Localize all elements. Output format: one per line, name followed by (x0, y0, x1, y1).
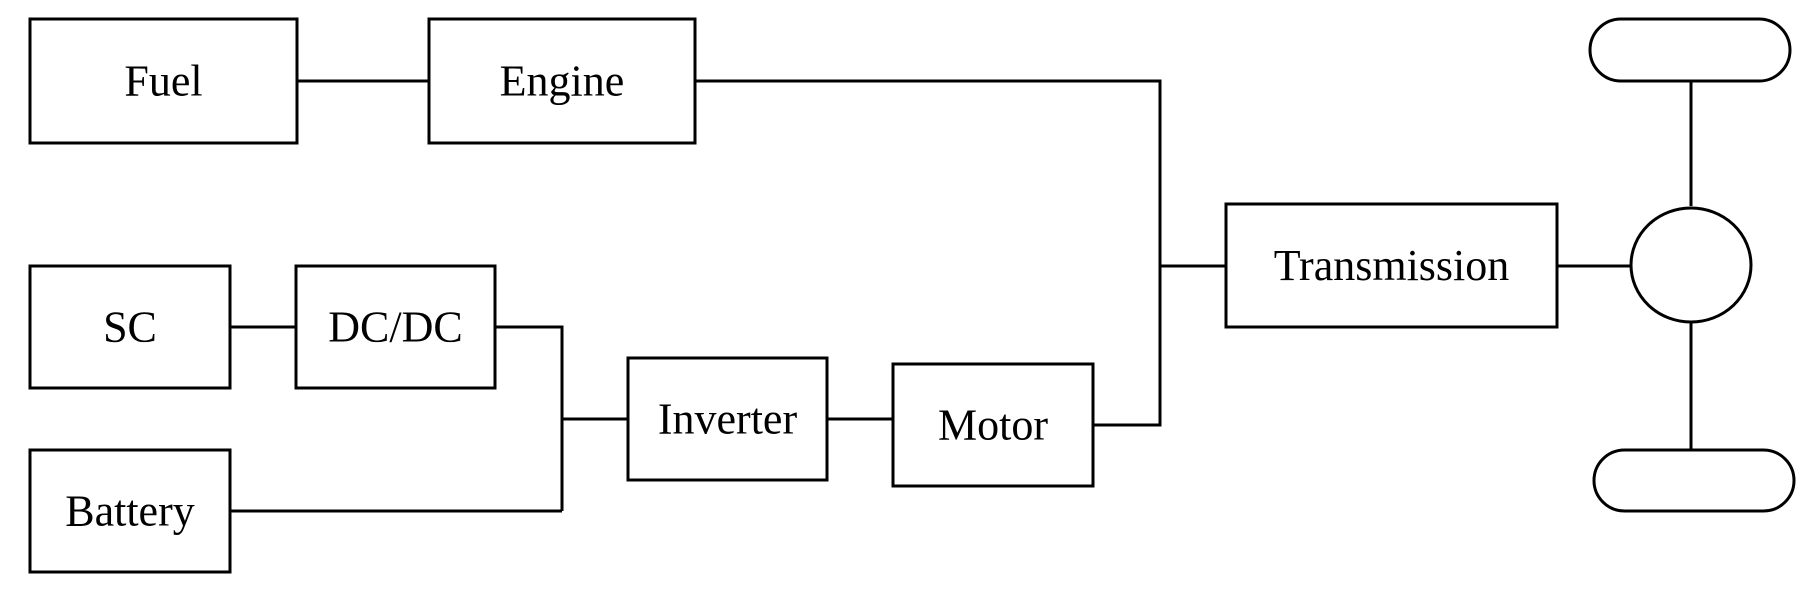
inverter-label: Inverter (658, 395, 798, 444)
engine-transmission-line (695, 79, 1162, 266)
battery-label: Battery (65, 487, 195, 536)
motor-block: Motor (891, 362, 1095, 488)
motor-label: Motor (938, 401, 1048, 450)
dcdc-label: DC/DC (328, 303, 462, 352)
upper-wheel (1588, 17, 1792, 83)
axle-hub (1629, 206, 1753, 324)
transmission-block: Transmission (1224, 202, 1559, 329)
motor-transmission-line (1093, 266, 1162, 427)
dcdc-bus-line (495, 325, 564, 511)
sc-label: SC (103, 303, 157, 352)
lower-wheel (1592, 448, 1796, 513)
fuel-label: Fuel (124, 57, 202, 106)
inverter-block: Inverter (626, 356, 829, 482)
battery-block: Battery (28, 448, 232, 574)
transmission-label: Transmission (1274, 241, 1510, 290)
fuel-block: Fuel (28, 17, 299, 145)
dcdc-block: DC/DC (294, 264, 497, 390)
sc-block: SC (28, 264, 232, 390)
connections (230, 79, 1693, 513)
engine-block: Engine (427, 17, 697, 145)
engine-label: Engine (500, 57, 625, 106)
